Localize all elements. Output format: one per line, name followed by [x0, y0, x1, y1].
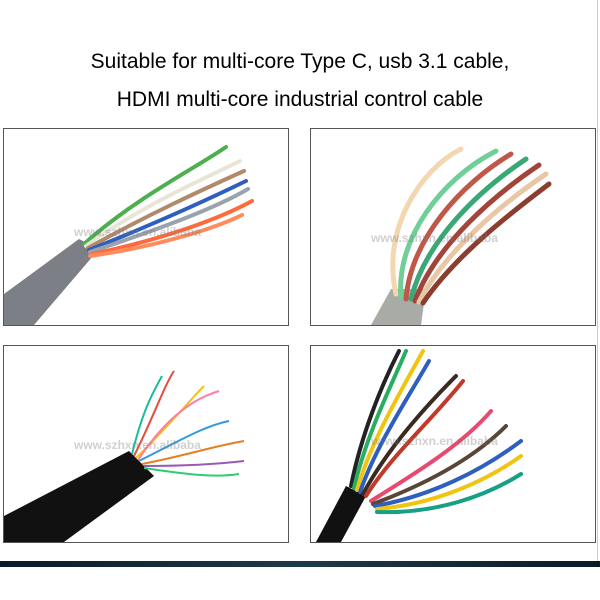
cable-photo-twisted-pair: www.szhxn.en.alibaba: [310, 128, 596, 326]
cable-photo-grey-multicore: www.szhxn.en.alibaba: [3, 128, 289, 326]
watermark: www.szhxn.en.alibaba: [371, 434, 498, 448]
cable-illustration: [4, 370, 245, 542]
watermark: www.szhxn.en.alibaba: [74, 225, 201, 239]
cable-photo-black-many-core: www.szhxn.en.alibaba: [3, 345, 289, 543]
cable-photo-black-colored-core: www.szhxn.en.alibaba: [310, 345, 596, 543]
cable-illustration: [371, 146, 552, 325]
divider-line: [597, 0, 598, 561]
watermark: www.szhxn.en.alibaba: [371, 231, 498, 245]
cable-illustration: [316, 349, 523, 542]
watermark: www.szhxn.en.alibaba: [74, 438, 201, 452]
cable-illustration: [4, 145, 254, 325]
bottom-bar: [0, 561, 600, 567]
headline-line-1: Suitable for multi-core Type C, usb 3.1 …: [90, 50, 510, 73]
headline-line-2: HDMI multi-core industrial control cable: [116, 88, 484, 111]
